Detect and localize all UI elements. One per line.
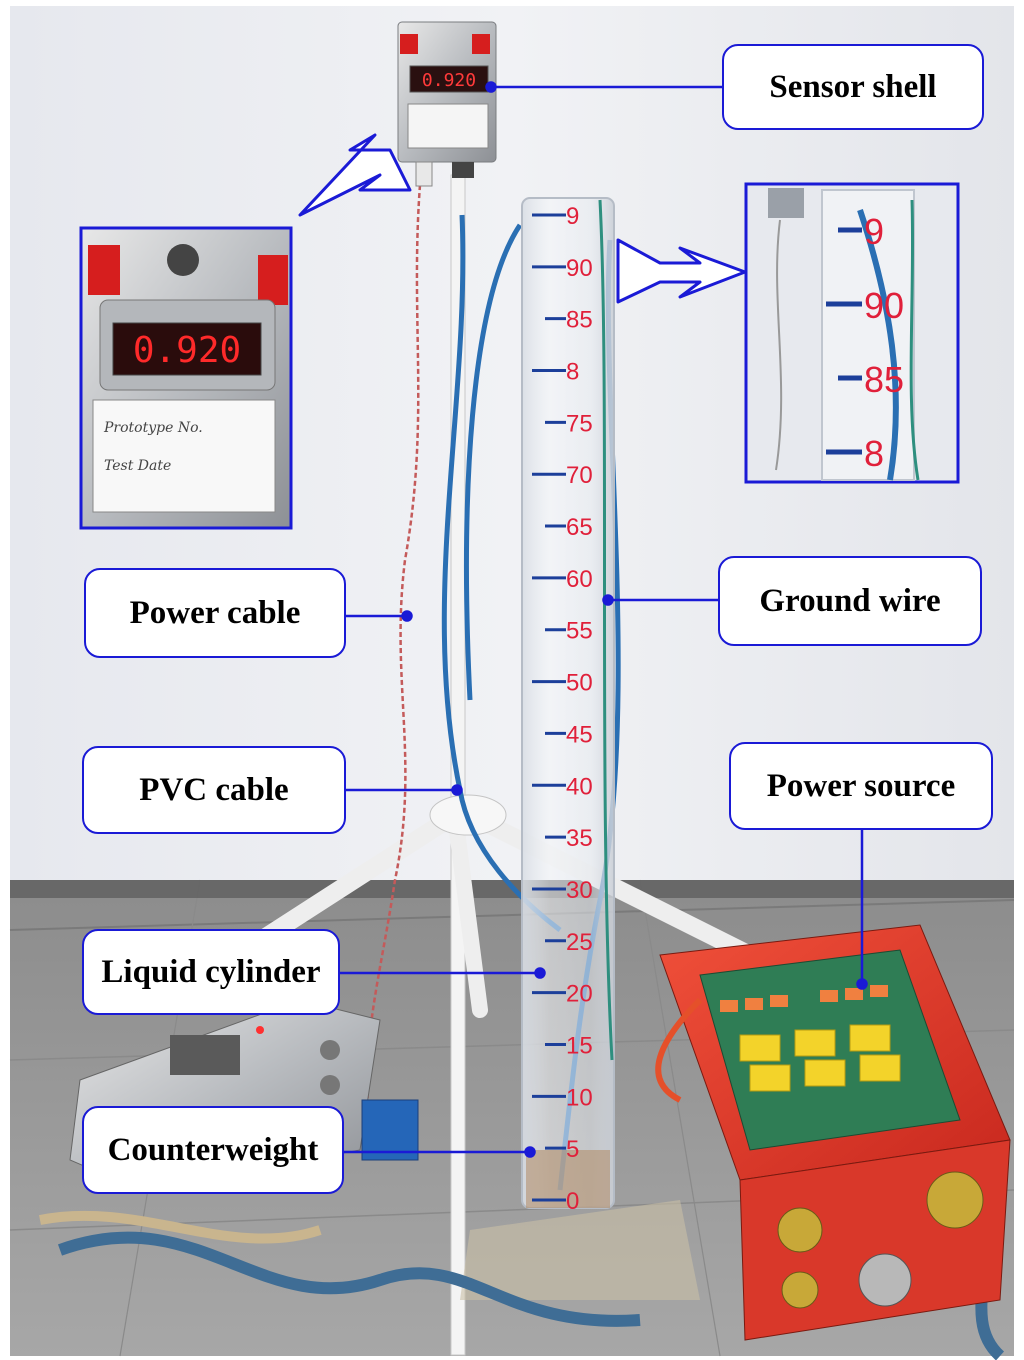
liquid-cylinder-graphic [460, 197, 700, 1300]
scale-label: 15 [566, 1032, 593, 1059]
scale-label: 5 [566, 1136, 579, 1163]
scale-label: 30 [566, 877, 593, 904]
scale-label: 70 [566, 462, 593, 489]
label-counterweight: Counterweight [82, 1106, 344, 1194]
label-power-source: Power source [729, 742, 993, 830]
zoom-scale: 9 90 85 8 [826, 211, 904, 474]
scale-label: 45 [566, 721, 593, 748]
scale-label: 8 [566, 359, 579, 386]
scale-label: 10 [566, 1084, 593, 1111]
scale-label: 0 [566, 1188, 579, 1215]
sensor-shell-graphic: 0.920 [397, 21, 497, 187]
zoom-scale-label: 9 [864, 211, 884, 252]
scale-label: 35 [566, 825, 593, 852]
large-readout: 0.920 [133, 330, 241, 371]
callout-lines [337, 81, 868, 1158]
scale-zoom-inset [744, 182, 960, 484]
counterweight-block [361, 1099, 419, 1161]
scale-label: 55 [566, 618, 593, 645]
placard-line-2: Test Date [104, 458, 171, 474]
small-readout: 0.920 [422, 70, 476, 91]
zoom-scale-label: 85 [864, 359, 904, 400]
zoom-arrow-left [298, 133, 412, 217]
scale-label: 9 [566, 203, 579, 230]
scale-label: 50 [566, 670, 593, 697]
zoom-arrow-right [616, 238, 747, 304]
label-power-cable: Power cable [84, 568, 346, 658]
display-zoom-inset: 0.920 Prototype No. Test Date [79, 226, 293, 530]
pvc-cable-wire [441, 214, 562, 932]
scale-label: 90 [566, 255, 593, 282]
scale-label: 25 [566, 929, 593, 956]
label-pvc-cable: PVC cable [82, 746, 346, 834]
label-liquid-cylinder: Liquid cylinder [82, 929, 340, 1015]
power-source-box [655, 924, 1011, 1341]
scale-label: 60 [566, 566, 593, 593]
label-ground-wire: Ground wire [718, 556, 982, 646]
scale-label: 40 [566, 773, 593, 800]
zoom-scale-label: 90 [864, 285, 904, 326]
power-cable-wire [366, 184, 422, 1131]
zoom-scale-label: 8 [864, 433, 884, 474]
label-sensor-shell: Sensor shell [722, 44, 984, 130]
scale-label: 85 [566, 307, 593, 334]
scale-label: 75 [566, 410, 593, 437]
scale-label: 65 [566, 514, 593, 541]
placard-line-1: Prototype No. [103, 420, 203, 436]
scale-label: 20 [566, 981, 593, 1008]
